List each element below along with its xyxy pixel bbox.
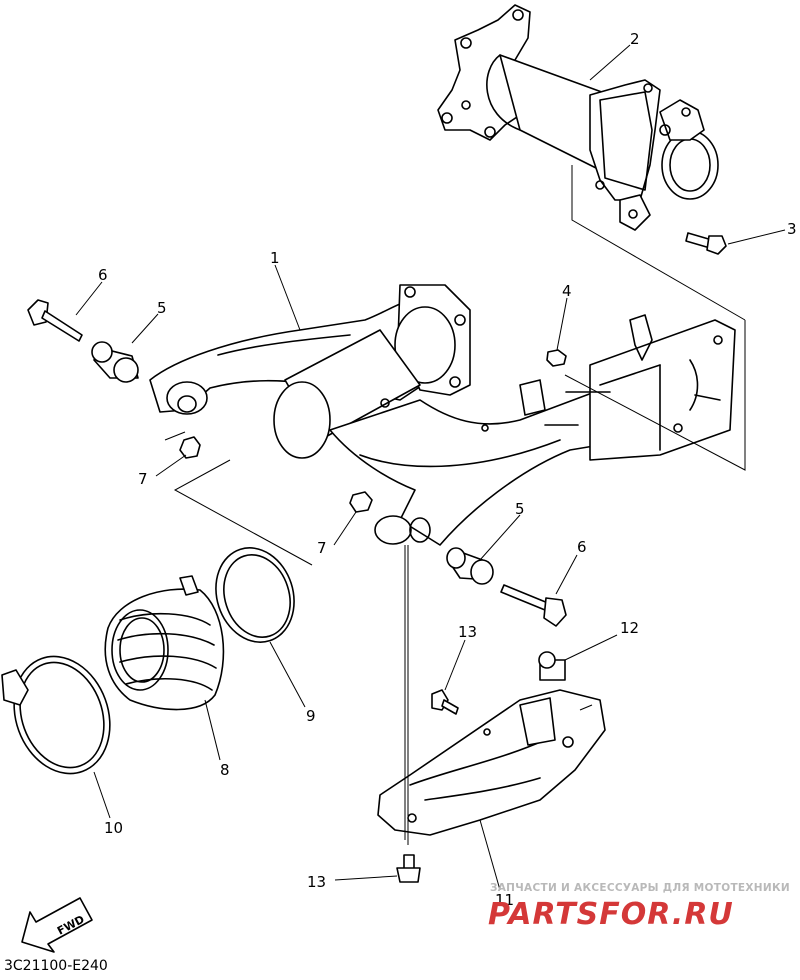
axle-hub-housing [437,4,719,231]
callout-12: 12 [620,619,639,637]
assembly-lines [164,165,746,845]
nut-part-7-upper [179,436,201,459]
leader-lines [75,44,786,891]
bolt-part-6-upper [27,299,83,342]
callout-13-upper: 13 [458,623,477,641]
damper-part-12 [538,651,566,681]
fwd-arrow-icon: FWD [21,897,93,953]
callout-13-lower: 13 [307,873,326,891]
bolt-part-13-upper [431,689,459,715]
guard-plate-part-11 [377,689,606,836]
rubber-boot-part-8 [104,575,225,711]
clamp-band-part-10 [1,655,111,775]
callout-9: 9 [306,707,316,725]
callout-7-upper: 7 [138,470,148,488]
callout-6-lower: 6 [577,538,587,556]
watermark-logo: PARTSFOR.RU [488,897,734,932]
callout-3: 3 [787,220,797,238]
callout-5-upper: 5 [157,299,167,317]
diagram-code: 3C21100-E240 [4,958,108,974]
bolt-part-13-lower [396,854,421,883]
bolt-part-3 [685,232,727,255]
callout-5-lower: 5 [515,500,525,518]
callout-6-upper: 6 [98,266,108,284]
bushing-part-5-upper [91,341,139,383]
callout-7-lower: 7 [317,539,327,557]
bolt-part-6-lower [500,584,567,627]
callout-8: 8 [220,761,230,779]
callout-1: 1 [270,249,280,267]
watermark-caption: ЗАПЧАСТИ И АКСЕССУАРЫ ДЛЯ МОТОТЕХНИКИ [490,882,790,894]
callout-numbers: 1 2 3 4 5 5 6 6 7 7 8 9 10 11 12 13 13 [98,30,797,909]
bushing-part-5-lower [446,547,494,585]
nut-part-7-lower [349,491,373,513]
swing-arm [149,284,736,546]
callout-2: 2 [630,30,640,48]
seal-ring-part-9 [215,547,295,643]
nut-part-4 [546,349,567,367]
callout-10: 10 [104,819,123,837]
callout-11: 11 [495,891,514,909]
watermark: ЗАПЧАСТИ И АКСЕССУАРЫ ДЛЯ МОТОТЕХНИКИ PA… [488,882,790,932]
callout-4: 4 [562,282,572,300]
